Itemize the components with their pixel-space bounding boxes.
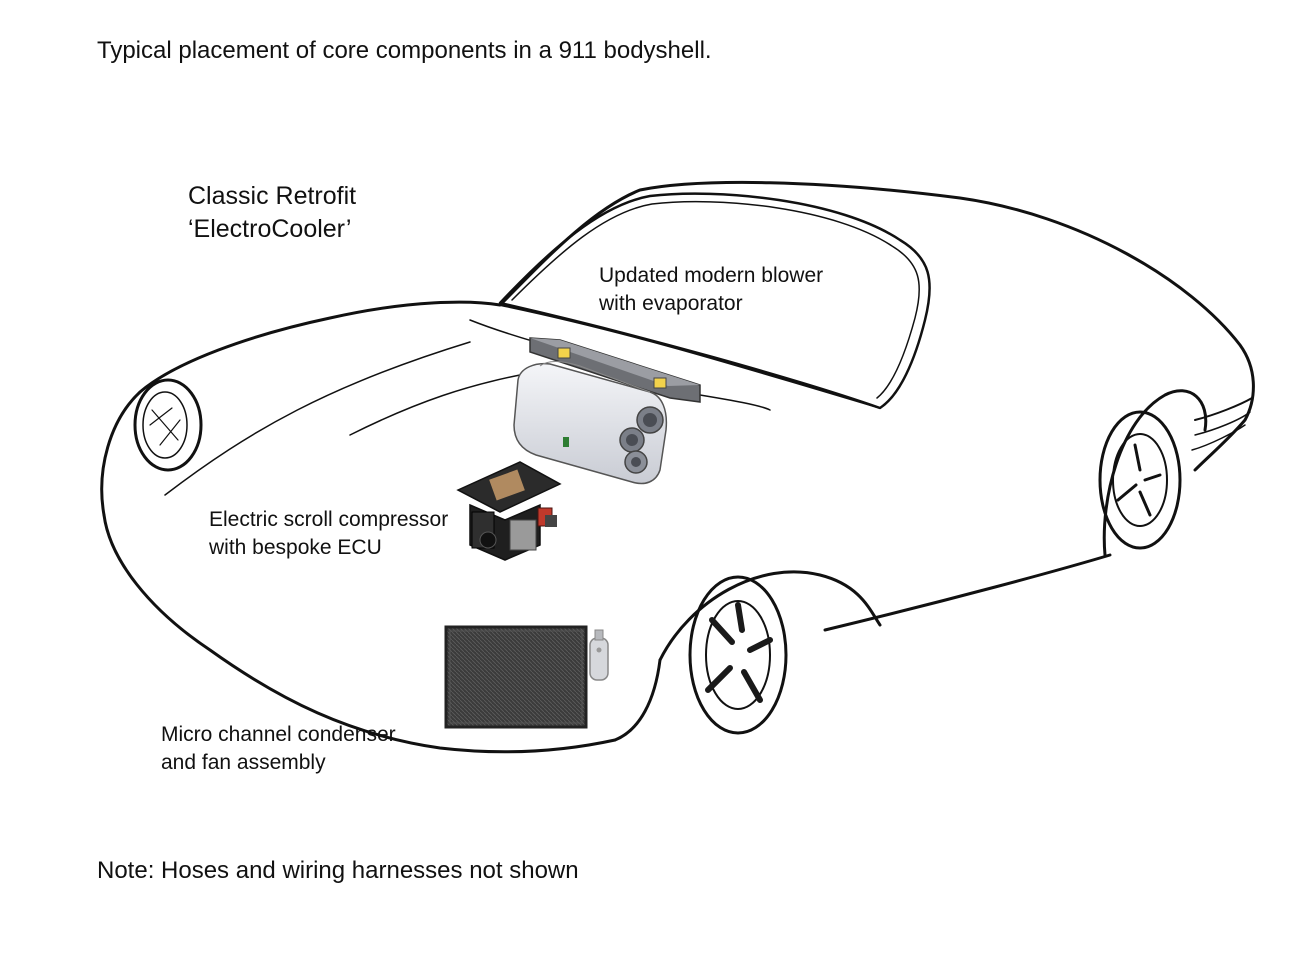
scroll-compressor-icon: [456, 461, 562, 561]
label-compressor-line1: Electric scroll compressor: [209, 508, 449, 531]
label-blower-line1: Updated modern blower: [599, 264, 824, 287]
product-name: Classic Retrofit ‘ElectroCooler’: [188, 180, 356, 246]
label-condenser: Micro channel condenser and fan assembly: [161, 721, 396, 777]
product-name-line1: Classic Retrofit: [188, 182, 357, 210]
label-condenser-line1: Micro channel condenser: [161, 723, 396, 746]
page-title: Typical placement of core components in …: [97, 37, 712, 64]
car-bodyshell-icon: [100, 180, 1255, 754]
blower-unit-icon: [513, 337, 701, 485]
label-blower: Updated modern blower with evaporator: [599, 262, 823, 318]
label-blower-line2: with evaporator: [599, 292, 743, 315]
condenser-panel-icon: [444, 625, 609, 729]
label-compressor: Electric scroll compressor with bespoke …: [209, 506, 448, 562]
product-name-line2: ‘ElectroCooler’: [188, 215, 352, 243]
label-condenser-line2: and fan assembly: [161, 751, 326, 774]
footnote: Note: Hoses and wiring harnesses not sho…: [97, 857, 579, 884]
label-compressor-line2: with bespoke ECU: [209, 536, 382, 559]
